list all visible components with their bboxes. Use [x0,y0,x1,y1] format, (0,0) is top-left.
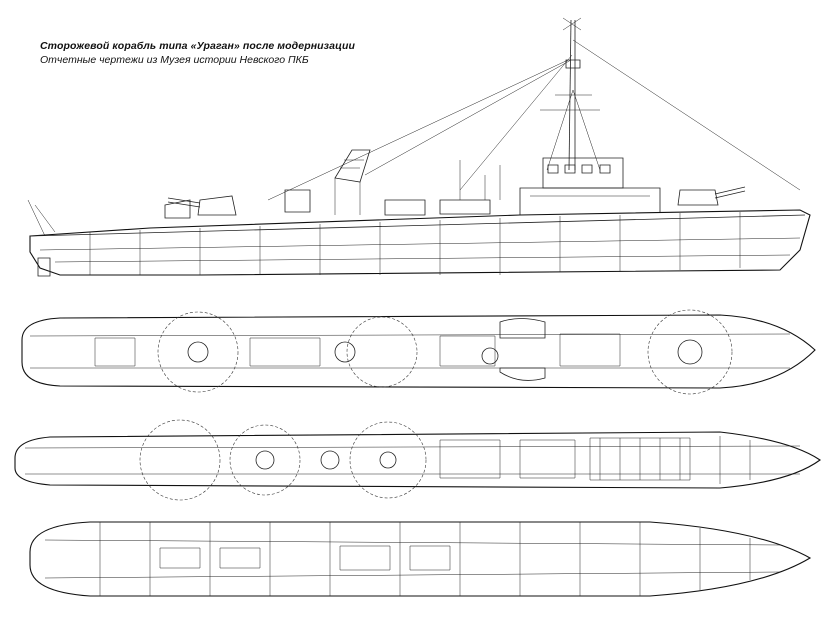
forward-gun-arc [648,310,732,394]
drawing-title: Сторожевой корабль типа «Ураган» после м… [40,40,355,52]
upper-deck-plan-view [22,310,815,394]
forward-gun [678,187,745,205]
main-deck-plan-view [15,420,820,500]
side-profile-view [28,18,810,276]
bridge-superstructure [520,158,660,215]
stern-davit [28,200,45,236]
main-deck-frames [600,436,750,484]
hold-plan-view [30,522,810,596]
aft-gun-arc [158,312,238,392]
midship-arc [347,317,417,387]
drawing-subtitle: Отчетные чертежи из Музея истории Невско… [40,54,309,66]
hold-compartments [100,522,750,596]
upper-deck-outline [22,315,815,388]
mast [268,18,800,200]
rudder [38,258,50,276]
hold-outline [30,522,810,596]
stern-davit-2 [35,205,55,232]
midship-equipment [285,160,500,215]
main-deck-outline [15,432,820,488]
funnel [335,150,370,215]
aft-gun [165,196,236,218]
bulkheads [90,212,740,275]
hull-profile [30,210,810,275]
